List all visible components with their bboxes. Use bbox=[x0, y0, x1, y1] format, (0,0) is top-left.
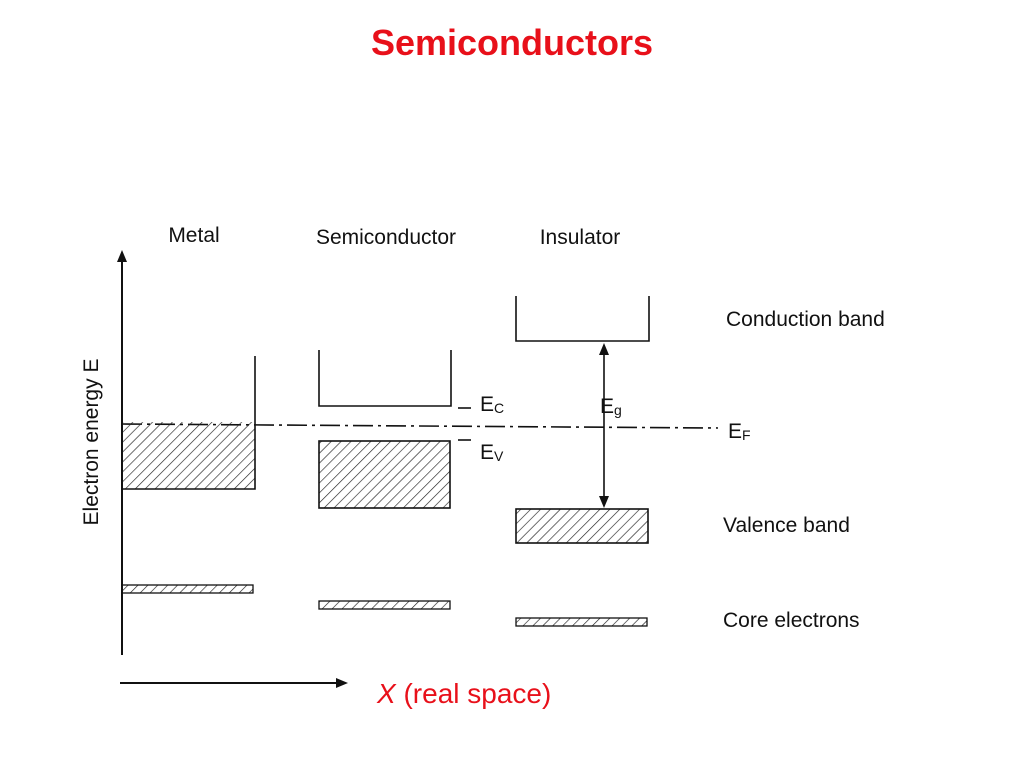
semiconductor-bands bbox=[318, 350, 471, 610]
slide-title: Semiconductors bbox=[370, 22, 654, 63]
column-label-metal: Metal bbox=[168, 224, 219, 247]
x-axis-arrow bbox=[120, 678, 348, 688]
semiconductor-core-band bbox=[318, 600, 451, 610]
ev-label: EV bbox=[480, 441, 504, 464]
semiconductor-conduction-band bbox=[318, 350, 452, 407]
insulator-bands bbox=[515, 296, 650, 627]
insulator-valence-band bbox=[515, 508, 649, 544]
ef-label: EF bbox=[728, 420, 751, 443]
column-label-insulator: Insulator bbox=[540, 226, 621, 249]
ec-label: EC bbox=[480, 393, 504, 416]
column-label-semiconductor: Semiconductor bbox=[316, 226, 456, 249]
insulator-core-band bbox=[515, 617, 648, 627]
conduction-band-label: Conduction band bbox=[726, 308, 885, 331]
band-gap-arrow bbox=[599, 343, 609, 508]
metal-bands bbox=[121, 356, 256, 594]
insulator-conduction-band bbox=[515, 296, 650, 342]
core-electrons-label: Core electrons bbox=[723, 609, 860, 632]
valence-band-label: Valence band bbox=[723, 514, 850, 537]
metal-core-band bbox=[121, 584, 254, 594]
y-axis-label: Electron energy E bbox=[80, 359, 103, 526]
x-axis-label: X (real space) bbox=[376, 678, 551, 709]
eg-label: Eg bbox=[600, 395, 622, 418]
semiconductor-valence-band bbox=[318, 440, 451, 509]
